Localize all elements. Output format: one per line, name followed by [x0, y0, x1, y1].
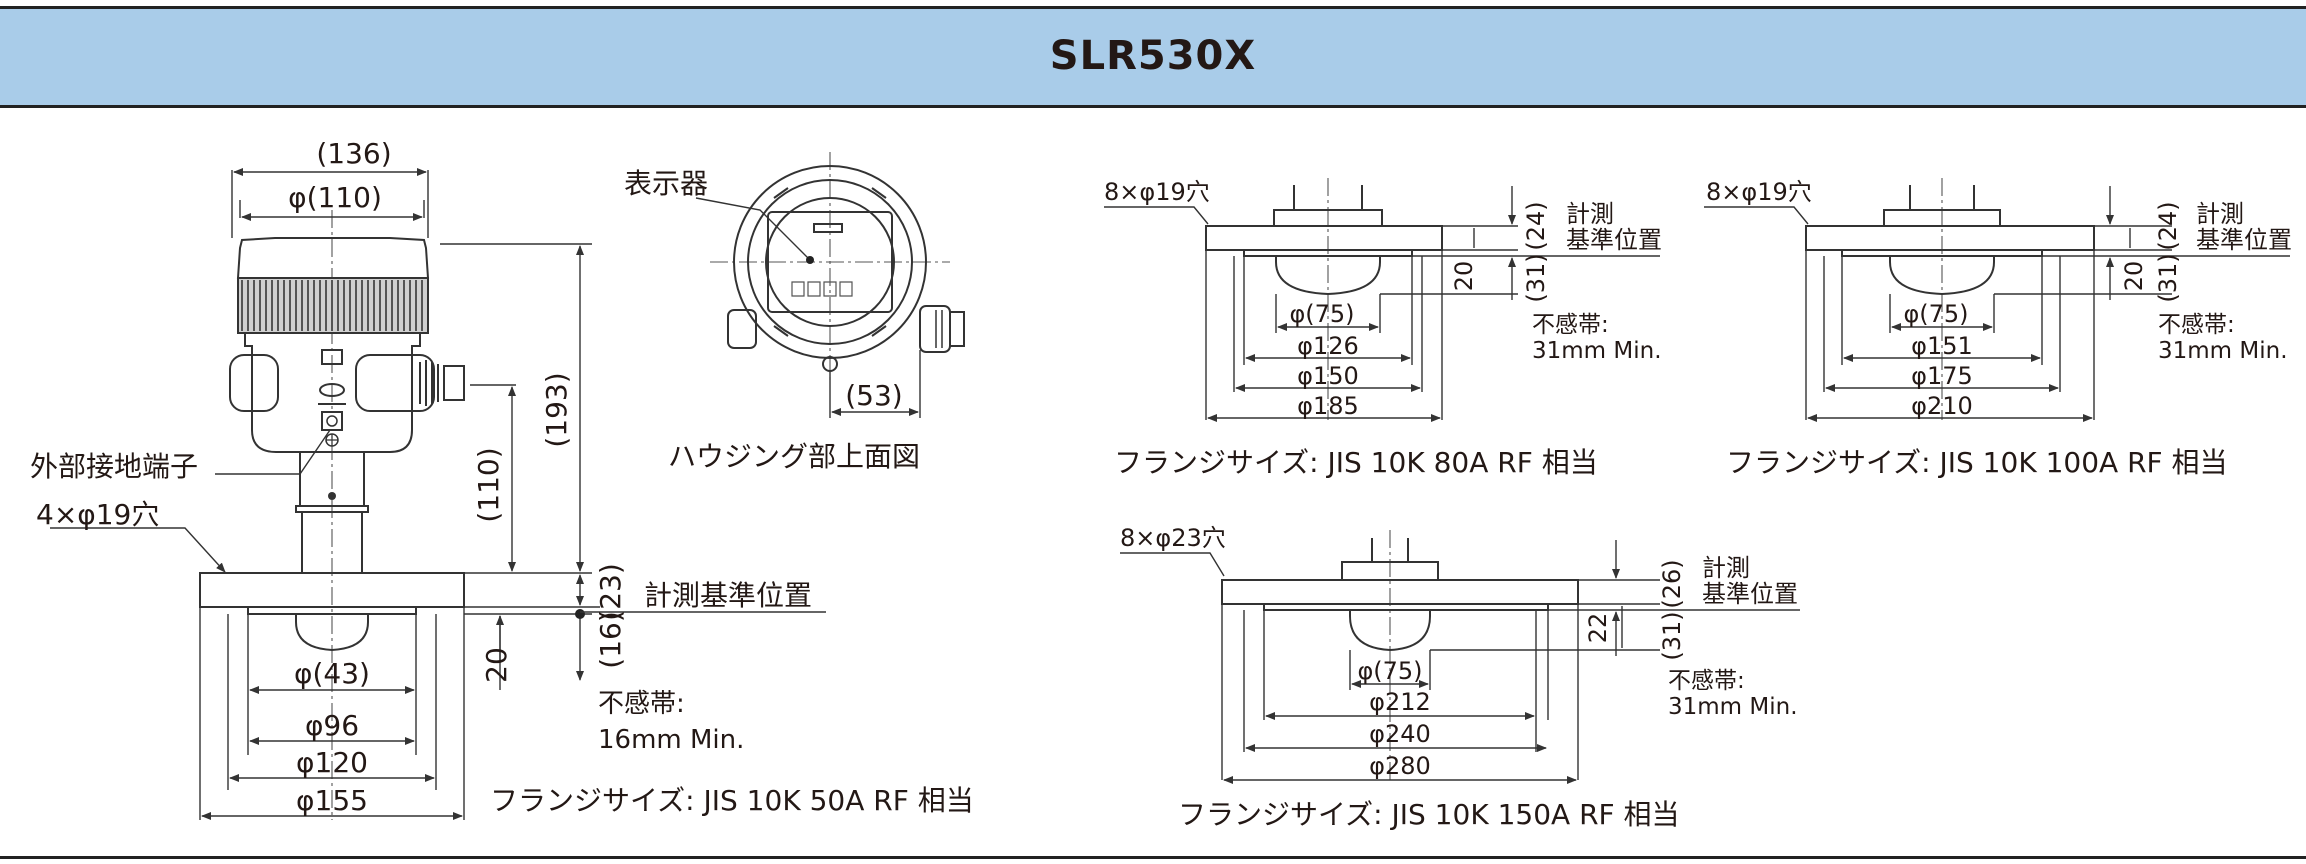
- dim-31-150a: (31): [1658, 611, 1686, 660]
- title-bar: SLR530X: [0, 6, 2306, 108]
- dim-20-main: 20: [480, 647, 513, 683]
- dim-24-80a: (24): [1522, 201, 1550, 250]
- dim-dia-212: φ212: [1369, 688, 1431, 716]
- flange-150a-view: [1120, 530, 1800, 784]
- main-side-view: [50, 168, 826, 820]
- dim-53: (53): [845, 379, 902, 412]
- ref-line2-100a: 基準位置: [2196, 226, 2292, 254]
- dim-dia-175: φ175: [1911, 362, 1973, 390]
- dim-23: (23): [594, 563, 627, 620]
- ground-terminal-icon: [321, 411, 343, 447]
- ref-line2-80a: 基準位置: [1566, 226, 1662, 254]
- dim-dia-210: φ210: [1911, 392, 1973, 420]
- dead-zone-value: 16mm Min.: [598, 725, 744, 755]
- ref-position-label: 計測基準位置: [644, 579, 812, 612]
- dim-dia-280: φ280: [1369, 752, 1431, 780]
- dim-dia-185: φ185: [1297, 392, 1359, 420]
- display-label: 表示器: [624, 167, 708, 200]
- dim-dia-120: φ120: [296, 746, 368, 779]
- dead-zone-100a: 不感帯:: [2158, 312, 2235, 338]
- ref-line1-100a: 計測: [2196, 200, 2244, 228]
- ref-line1-80a: 計測: [1566, 200, 1614, 228]
- flange-size-100a: フランジサイズ: JIS 10K 100A RF 相当: [1726, 446, 2228, 479]
- flange-100a-view: [1704, 178, 2290, 422]
- dim-dia-110: φ(110): [288, 181, 382, 214]
- holes-main-label: 4×φ19穴: [36, 498, 159, 531]
- dim-dia-126: φ126: [1297, 332, 1359, 360]
- dim-dia-75-100a: φ(75): [1903, 300, 1968, 328]
- holes-150a: 8×φ23穴: [1120, 524, 1226, 552]
- bottom-rule: [0, 856, 2306, 859]
- dead-zone-150a: 不感帯:: [1668, 668, 1745, 694]
- flange-80a-view: [1104, 178, 1660, 422]
- dim-26-150a: (26): [1658, 559, 1686, 608]
- dim-dia-155: φ155: [296, 784, 368, 817]
- dim-height-110: (110): [472, 447, 505, 522]
- dim-16: (16): [594, 611, 627, 668]
- dim-dia-75-80a: φ(75): [1289, 300, 1354, 328]
- dim-22-150a: 22: [1584, 613, 1612, 644]
- model-title: SLR530X: [1049, 33, 1257, 79]
- dim-24-100a: (24): [2154, 201, 2182, 250]
- flange-size-80a: フランジサイズ: JIS 10K 80A RF 相当: [1114, 446, 1598, 479]
- dim-dia-43: φ(43): [294, 657, 370, 690]
- dead-zone-value-80a: 31mm Min.: [1532, 338, 1662, 364]
- dim-31-80a: (31): [1522, 253, 1550, 302]
- dim-dia-150: φ150: [1297, 362, 1359, 390]
- dead-zone-value-100a: 31mm Min.: [2158, 338, 2288, 364]
- ref-line2-150a: 基準位置: [1702, 580, 1798, 608]
- dim-dia-75-150a: φ(75): [1357, 657, 1422, 685]
- dead-zone-label: 不感帯:: [598, 689, 685, 719]
- holes-100a: 8×φ19穴: [1706, 178, 1812, 206]
- housing-top-view: [695, 152, 965, 418]
- dim-dia-151: φ151: [1911, 332, 1973, 360]
- dead-zone-value-150a: 31mm Min.: [1668, 694, 1798, 720]
- dim-width-136: (136): [316, 137, 391, 170]
- flange-size-50a: フランジサイズ: JIS 10K 50A RF 相当: [490, 784, 974, 817]
- ref-line1-150a: 計測: [1702, 554, 1750, 582]
- dim-20-80a: 20: [1450, 261, 1478, 292]
- dim-height-193: (193): [540, 372, 573, 447]
- holes-80a: 8×φ19穴: [1104, 178, 1210, 206]
- dead-zone-80a: 不感帯:: [1532, 312, 1609, 338]
- dim-dia-240: φ240: [1369, 720, 1431, 748]
- ground-terminal-label: 外部接地端子: [30, 450, 198, 483]
- dim-dia-96: φ96: [305, 709, 359, 742]
- housing-caption: ハウジング部上面図: [668, 440, 920, 473]
- cover-fins: [237, 277, 429, 334]
- dim-20-100a: 20: [2120, 261, 2148, 292]
- dim-31-100a: (31): [2154, 253, 2182, 302]
- flange-size-150a: フランジサイズ: JIS 10K 150A RF 相当: [1178, 798, 1680, 831]
